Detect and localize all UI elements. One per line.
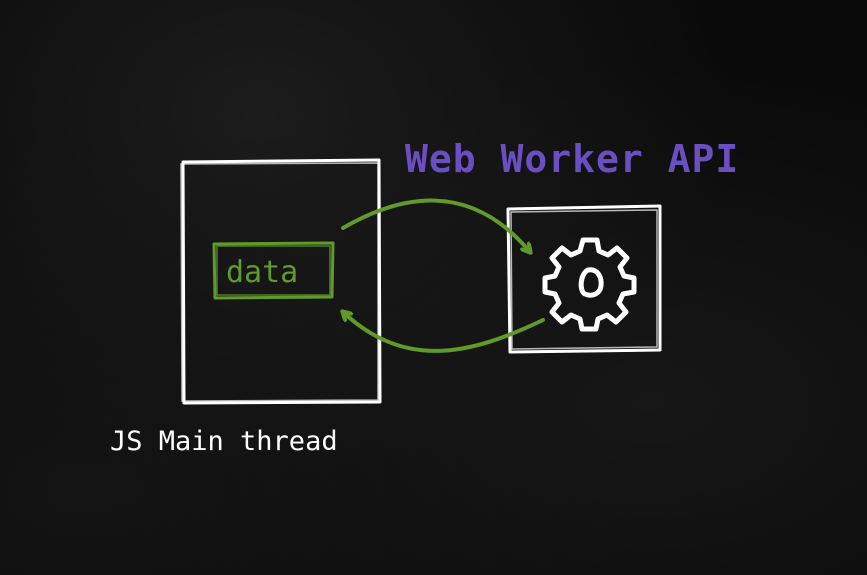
data-box: data [212,241,335,300]
worker-box [506,204,662,354]
main-thread-label: JS Main thread [110,426,338,457]
data-label: data [226,255,298,290]
main-thread-box [180,158,382,405]
gear-icon [542,237,637,332]
arrow-to-worker [341,198,530,252]
arrow-to-main-thread [343,312,545,353]
diagram-title: Web Worker API [405,137,739,181]
